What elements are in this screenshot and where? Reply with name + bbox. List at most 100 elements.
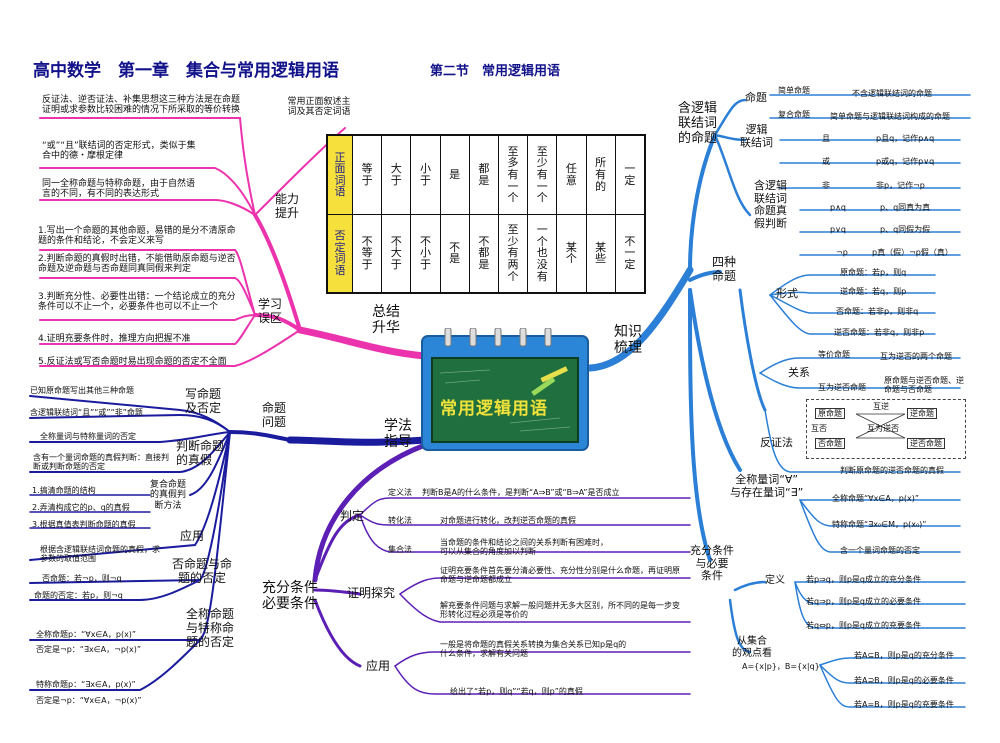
prop-item-2-key: 复合命题	[778, 110, 810, 119]
vocab-negate-cell: 不 一 定	[614, 213, 646, 293]
judge-item-1-val: 判断B是A的什么条件，是判断“A⇒B”或“B⇒A”是否成立	[422, 488, 620, 497]
ability-item-2: “或”“且”联结词的否定形式，类似于集合中的德・摩根定律	[42, 141, 196, 162]
section-title: 第二节 常用逻辑用语	[430, 64, 561, 79]
branch-mistake-2	[39, 277, 256, 316]
center-label: 常用逻辑用语	[440, 399, 548, 419]
rel-line-contra-2	[855, 413, 906, 439]
quant-item-2b: 否定是¬p：“∀x∈A，¬p(x)”	[36, 696, 142, 705]
def-item-1: 若p⇒q，则p是q成立的充分条件	[806, 575, 922, 584]
branch-summary-label: 总结 升华	[372, 304, 400, 337]
quant-item-1b: 否定是¬p：“∃x∈A，¬p(x)”	[36, 645, 142, 654]
vocab-header-negate: 否 定 词 语	[327, 213, 353, 293]
rel-box-mutual-converse: 互逆	[873, 402, 889, 411]
negation-item-1: 否命题：若¬p，则¬q	[42, 574, 122, 583]
conn-label: 逻辑 联结词	[740, 123, 773, 149]
apply-label-left: 应用	[180, 529, 205, 543]
mistake-item-2: 2.判断命题的真假时出错，不能借助原命题与逆否命题及逆命题与否命题同真同假来判定	[38, 254, 236, 275]
sufficient-main-label: 充分条件 必要条件	[262, 580, 318, 613]
contra-item-1: 判断原命题的逆否命题的真假	[840, 466, 944, 475]
vocab-affirm-cell: 至 少 有 一 个	[527, 135, 558, 215]
vocab-negate-cell: 一 个 也 没 有	[527, 213, 558, 293]
compound-label: 复合命题 的真假判 断方法	[150, 480, 187, 511]
vocab-negate-cell: 不 大 于	[381, 213, 412, 293]
mistake-item-1: 1.写出一个命题的其他命题，易错的是分不清原命题的条件和结论，不会定义来写	[38, 226, 236, 247]
apply-item-left: 根据含逻辑联结词命题的真假，求参数的取值范围	[40, 545, 160, 564]
proof-item-2: 解充要条件问题与求解一般问题并无多大区别，所不同的是每一步变形转化过程必须是等价…	[440, 601, 680, 620]
truth-right-2-val: p、q同假为假	[880, 225, 931, 234]
set-item-1: 若A⊆B，则p是q的充分条件	[854, 651, 954, 660]
vocab-affirm-cell: 都 是	[468, 135, 499, 215]
branch-summary-trunk	[296, 326, 429, 360]
rel-box-contrapositive: 逆否命题	[907, 438, 945, 450]
truth-label-right: 含逻辑 联结词 命题真 假判断	[754, 179, 787, 230]
branch-mistakes	[253, 313, 302, 332]
ability-item-3: 同一全称命题与特称命题，由于自然语言的不同，有不同的表达形式	[42, 179, 196, 200]
vocab-affirm-cell: 至 多 有 一 个	[497, 135, 529, 215]
set-label: 从集合 的观点看	[732, 636, 772, 659]
truth-right-1-key: p∧q	[830, 203, 847, 212]
conn-item-2-key: 或	[822, 157, 830, 166]
vocab-negate-cell: 不 小 于	[410, 213, 441, 293]
quant-label-left: 全称命题 与特称命 题的否定	[186, 607, 235, 649]
judge-item-2-key: 转化法	[388, 516, 412, 525]
set-item-2: 若A⊇B，则p是q的必要条件	[854, 676, 954, 685]
conn-item-3-key: 非	[822, 181, 830, 190]
ability-item-1: 反证法、逆否证法、补集思想这三种方法是在命题证明或求参数比较困难的情况下所采取的…	[42, 95, 241, 116]
write-label: 写命题 及否定	[185, 387, 222, 415]
truth-right-3-val: p真（假）¬p假（真）	[872, 248, 953, 257]
branch-method-label: 学法 指导	[384, 418, 412, 451]
judge-item-2-val: 对命题进行转化，改判逆否命题的真假	[440, 516, 576, 525]
mistake-item-4: 4.证明充要条件时，推理方向把握不准	[38, 334, 191, 344]
truth-label: 判断命题 的真假	[176, 439, 225, 467]
prop-item-2-val: 简单命题与逻辑联结词构成的命题	[830, 112, 950, 121]
branch-mistake-5	[39, 329, 301, 367]
vocab-table: 正 面 词 语 等 于大 于小 于是都 是至 多 有 一 个至 少 有 一 个任…	[326, 134, 646, 294]
def-item-3: 若q⇔p，则p是q成立的充要条件	[806, 621, 922, 630]
conn-item-3-val: 非p，记作¬p	[876, 181, 925, 190]
apply-label-bottom: 应用	[366, 659, 391, 673]
ability-label: 能力 提升	[275, 192, 300, 220]
branch-knowledge-trunk	[586, 266, 694, 372]
vocab-affirm-cell: 小 于	[410, 135, 441, 215]
mistakes-label: 学习 误区	[258, 297, 283, 325]
form-item-3: 否命题：若非p，则非q	[836, 307, 919, 316]
vocab-header-affirm: 正 面 词 语	[327, 135, 353, 215]
form-label: 形式	[776, 287, 798, 300]
mistake-item-3: 3.判断充分性、必要性出错：一个结论成立的充分条件可以不止一个，必要条件也可以不…	[38, 292, 236, 313]
quant-right-2: 特称命题“∃x₀∈M，p(x₀)”	[832, 520, 927, 529]
center-calendar: 常用逻辑用语	[420, 327, 590, 452]
rel-item-1-val: 互为逆否的两个命题	[880, 352, 952, 361]
form-item-4: 逆否命题：若非q，则非p	[834, 328, 925, 337]
vocab-affirm-cell: 所 有 的	[585, 135, 616, 215]
judge-label: 判定	[340, 509, 365, 523]
proposition-label: 命题 问题	[262, 401, 287, 429]
branch-proposition	[228, 430, 292, 442]
truth-right-2-key: p∨q	[830, 225, 847, 234]
apply-item-bottom-2: 给出了“若p，则q”“若q，则p”的真假	[450, 687, 583, 696]
vocab-affirm-cell: 大 于	[381, 135, 412, 215]
branch-ability-2	[39, 167, 256, 216]
compound-item-1: 1.搞清命题的结构	[32, 486, 96, 495]
write-item-1: 已知原命题写出其他三种命题	[30, 386, 134, 395]
truth-item-1: 含有一个量词命题的真假判断：直接判断或判断命题的否定	[33, 453, 169, 472]
form-item-1: 原命题：若p，则q	[840, 268, 907, 277]
def-item-2: 若q⇒p，则p是q成立的必要条件	[806, 597, 922, 606]
quant-item-1a: 全称命题p：“∀x∈A，p(x)”	[36, 630, 137, 639]
set-sub: A={x|p}，B={x|q}	[742, 662, 820, 671]
ability-note: 常用正面叙述主词及其否定词语	[287, 97, 351, 118]
vocab-negate-cell: 某 些	[585, 213, 616, 293]
rel-box-inverse: 否命题	[815, 438, 845, 450]
vocab-negate-cell: 不 等 于	[351, 213, 383, 293]
branch-method-trunk	[286, 436, 429, 446]
conn-item-1-val: p且q，记作p∧q	[876, 134, 935, 143]
rel-box-mutual-contra: 互为逆否	[867, 424, 899, 433]
rel-box-original: 原命题	[815, 408, 845, 420]
rel-box-converse: 逆命题	[907, 408, 937, 420]
branch-ability	[253, 213, 302, 332]
quant-right-1: 全称命题“∀x∈A，p(x)”	[832, 494, 919, 503]
negation-item-2: 命题的否定：若p，则¬q	[34, 591, 123, 600]
vocab-affirm-cell: 一 定	[614, 135, 646, 215]
def-label: 定义	[765, 575, 785, 586]
vocab-row-affirm: 正 面 词 语 等 于大 于小 于是都 是至 多 有 一 个至 少 有 一 个任…	[327, 135, 646, 215]
